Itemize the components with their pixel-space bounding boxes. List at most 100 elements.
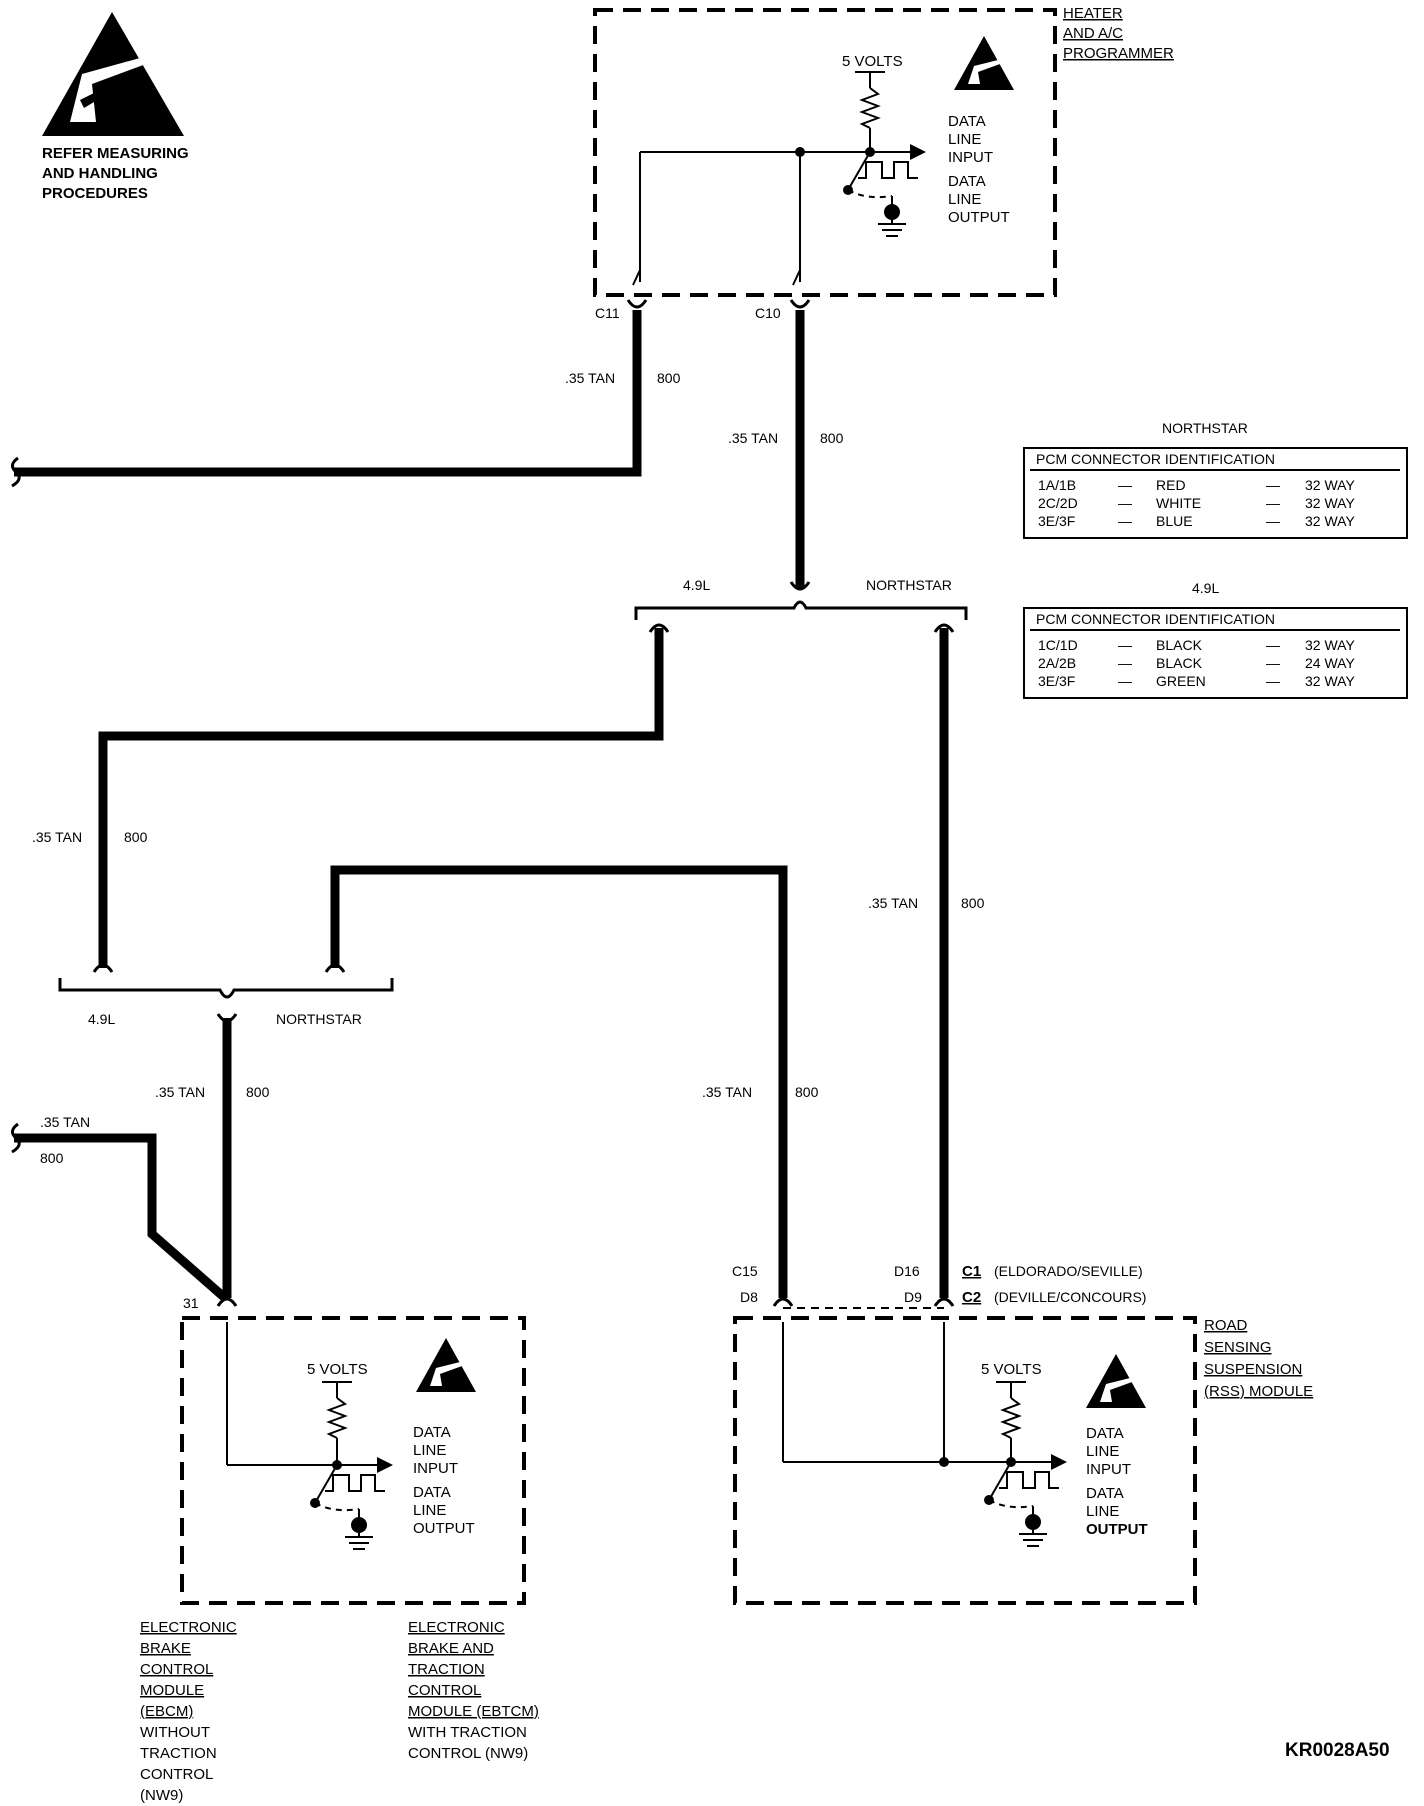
rss-arrow [1051,1454,1067,1470]
drawing-id: KR0028A50 [1285,1740,1390,1761]
ebcm-caption-4: MODULE [140,1682,204,1699]
pcm-49-row2-id: 2A/2B [1038,655,1076,671]
ebcm-caption-2: BRAKE [140,1640,191,1657]
wire-label-49-circuit: 800 [124,829,148,845]
rss-module-box [733,1316,1197,1605]
ebcm-arrow [377,1457,393,1473]
pcm-49-row2-ways: 24 WAY [1305,655,1355,671]
wire-label-ns-circuit: 800 [961,895,985,911]
connector-c1: C1 [962,1263,981,1280]
ebtcm-caption: ELECTRONIC BRAKE AND TRACTION CONTROL MO… [408,1619,539,1762]
hvac-output-1: DATA [948,173,986,190]
ebcm-caption-3: CONTROL [140,1661,213,1678]
ebcm-esd-icon [416,1338,476,1392]
pcm-ns-row1-ways: 32 WAY [1305,477,1355,493]
pcm-49-row1-ways: 32 WAY [1305,637,1355,653]
pcm-49-row3-dash1: — [1118,673,1132,689]
hvac-circuit [632,71,918,286]
ebtcm-caption-3: TRACTION [408,1661,485,1678]
rss-input-1: DATA [1086,1425,1124,1442]
ebcm-output-2: LINE [413,1502,446,1519]
ebcm-output-1: DATA [413,1484,451,1501]
ebcm-caption-7: TRACTION [140,1745,217,1762]
pcm-49-row2-dash1: — [1118,655,1132,671]
hvac-name-2: AND A/C [1063,25,1123,42]
wire-label-d8-circuit: 800 [795,1084,819,1100]
pcm-49-row1-color: BLACK [1156,637,1203,653]
pcm-49-row3-ways: 32 WAY [1305,673,1355,689]
wire-label-c10-circuit: 800 [820,430,844,446]
pcm-ns-row3-color: BLUE [1156,513,1193,529]
pcm-ns-row2-dash2: — [1266,495,1280,511]
wire-49-branch [98,628,664,968]
wire-label-d8-gauge: .35 TAN [702,1084,752,1100]
pcm-ns-row2-ways: 32 WAY [1305,495,1355,511]
pcm-ns-row3-dash2: — [1266,513,1280,529]
rss-input-2: LINE [1086,1443,1119,1460]
pcm-ns-row3-id: 3E/3F [1038,513,1075,529]
pcm-ns-row1-dash2: — [1266,477,1280,493]
pcm-49-row2-dash2: — [1266,655,1280,671]
pcm-ns-row2-id: 2C/2D [1038,495,1078,511]
ebcm-circuit [226,1322,385,1550]
pcm-ns-row2-dash1: — [1118,495,1132,511]
connector-d8: D8 [740,1289,758,1305]
pcm-49-row2-color: BLACK [1156,655,1203,671]
warning-text-2: AND HANDLING [42,165,158,182]
ebcm-caption-1: ELECTRONIC [140,1619,237,1636]
pcm-northstar-heading: NORTHSTAR [1162,420,1248,436]
hvac-output-2: LINE [948,191,981,208]
rss-name-1: ROAD [1204,1317,1248,1334]
rss-name-2: SENSING [1204,1339,1272,1356]
ebtcm-caption-6: WITH TRACTION [408,1724,527,1741]
connector-c2: C2 [962,1289,981,1306]
pcm-ns-row1-id: 1A/1B [1038,477,1076,493]
split-lower-northstar: NORTHSTAR [276,1011,362,1027]
hvac-module-box [593,8,1057,297]
wire-break-ends [11,456,21,1154]
hvac-name-1: HEATER [1063,5,1123,22]
pcm-northstar-table: NORTHSTAR PCM CONNECTOR IDENTIFICATION 1… [1023,420,1408,539]
wire-label-ns-gauge: .35 TAN [868,895,918,911]
wire-label-ebcm-circuit: 800 [246,1084,270,1100]
rss-volts: 5 VOLTS [981,1361,1042,1378]
pcm-49-row1-id: 1C/1D [1038,637,1078,653]
pcm-northstar-title: PCM CONNECTOR IDENTIFICATION [1036,451,1275,467]
wires [14,310,949,1302]
pcm-ns-row3-ways: 32 WAY [1305,513,1355,529]
rss-name-3: SUSPENSION [1204,1361,1302,1378]
rss-input-3: INPUT [1086,1461,1131,1478]
ebtcm-caption-4: CONTROL [408,1682,481,1699]
wire-label-c11-gauge: .35 TAN [565,370,615,386]
pcm-ns-row1-color: RED [1156,477,1186,493]
wire-northstar-lower [330,865,788,1298]
hvac-input-1: DATA [948,113,986,130]
pcm-49-row3-color: GREEN [1156,673,1206,689]
connector-31: 31 [183,1295,199,1311]
wire-labels: .35 TAN 800 .35 TAN 800 .35 TAN 800 .35 … [32,370,985,1166]
ebtcm-caption-5: MODULE (EBTCM) [408,1703,539,1720]
ebcm-output-3: OUTPUT [413,1520,475,1537]
wire-left-ebcm [14,1133,228,1302]
connector-c10: C10 [755,305,781,321]
ebtcm-caption-1: ELECTRONIC [408,1619,505,1636]
hvac-esd-icon [954,36,1014,90]
warning-text-3: PROCEDURES [42,185,148,202]
wire-label-left-gauge: .35 TAN [40,1114,90,1130]
pcm-49-title: PCM CONNECTOR IDENTIFICATION [1036,611,1275,627]
ebcm-module-box [180,1316,526,1605]
rss-output-1: DATA [1086,1485,1124,1502]
ebcm-caption-9: (NW9) [140,1787,183,1804]
rss-output-3: OUTPUT [1086,1521,1148,1538]
ebcm-input-1: DATA [413,1424,451,1441]
wire-label-c10-gauge: .35 TAN [728,430,778,446]
warning-text-1: REFER MEASURING [42,145,189,162]
ebcm-input-2: LINE [413,1442,446,1459]
pcm-ns-row2-color: WHITE [1156,495,1201,511]
splice-brackets [58,600,968,999]
connector-c15: C15 [732,1263,758,1279]
wire-label-c11-circuit: 800 [657,370,681,386]
hvac-volts: 5 VOLTS [842,53,903,70]
hvac-name-3: PROGRAMMER [1063,45,1174,62]
